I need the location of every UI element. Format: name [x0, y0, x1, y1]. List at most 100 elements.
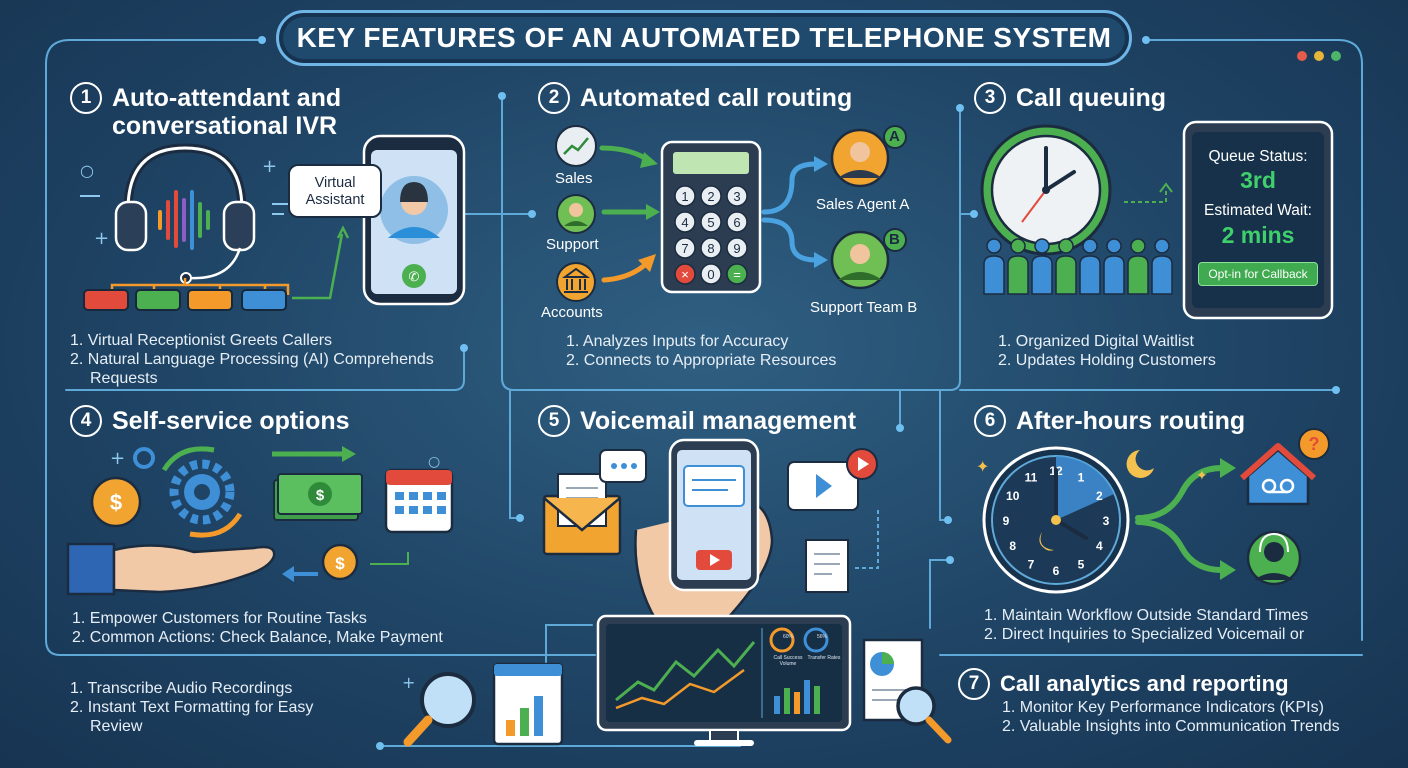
- night-clock-icon: 121234567891011: [982, 446, 1130, 594]
- keypad-key-label: 7: [681, 241, 688, 256]
- section-4-number: 4: [70, 405, 102, 437]
- small-coin-icon: $: [321, 543, 359, 581]
- phone-icon: ✆: [362, 134, 466, 306]
- section-7-item-2: 2. Valuable Insights into Communication …: [1002, 718, 1340, 735]
- video-message-icon: [787, 448, 878, 511]
- svg-text:○: ○: [80, 161, 94, 180]
- section-5-list: 1. Transcribe Audio Recordings 2. Instan…: [70, 679, 370, 736]
- section-6-number: 6: [974, 405, 1006, 437]
- section-2-item-1: 1. Analyzes Inputs for Accuracy: [566, 333, 789, 350]
- section-5-header: 5 Voicemail management: [538, 405, 898, 437]
- clock-number: 9: [1003, 514, 1010, 528]
- bar-report-icon: [492, 662, 564, 746]
- section-6-title: After-hours routing: [1016, 407, 1246, 435]
- pie-report-icon: [862, 638, 952, 744]
- section-4-illustration: $ $ $ + ○: [66, 446, 454, 596]
- clock-number: 5: [1078, 557, 1085, 571]
- clock-number: 3: [1103, 514, 1110, 528]
- section-7-header: 7 Call analytics and reporting: [958, 668, 1298, 700]
- section-7-title: Call analytics and reporting: [1000, 671, 1289, 696]
- queue-status-value: 3rd: [1240, 167, 1276, 193]
- after-hours-agent-icon: [1246, 530, 1302, 586]
- section-3-item-2: 2. Updates Holding Customers: [998, 352, 1216, 369]
- section-1-item-1: 1. Virtual Receptionist Greets Callers: [70, 332, 333, 349]
- route-source-accounts: Accounts: [541, 304, 603, 321]
- section-1-number: 1: [70, 82, 102, 114]
- section-3-title: Call queuing: [1016, 84, 1166, 112]
- svg-text:+: +: [402, 673, 415, 692]
- clock-number: 2: [1096, 489, 1103, 503]
- svg-text:✦: ✦: [1196, 468, 1208, 484]
- queue-person-body: [983, 255, 1005, 295]
- section-2-number: 2: [538, 82, 570, 114]
- queue-person-body: [1055, 255, 1077, 295]
- magnifier-icon: [403, 672, 476, 747]
- moon-icon: [1126, 450, 1154, 478]
- clock-number: 11: [1025, 471, 1038, 485]
- clock-icon: [980, 124, 1112, 256]
- badge-a: A: [889, 128, 900, 145]
- keypad-key-label: 0: [707, 267, 714, 282]
- section-2-title: Automated call routing: [580, 84, 853, 112]
- hand-icon: [66, 542, 276, 596]
- svg-text:$: $: [335, 554, 345, 573]
- chat-bubble-icon: [599, 449, 647, 483]
- section-5-item-1: 1. Transcribe Audio Recordings: [70, 680, 293, 697]
- tree-diagram-icon: [83, 278, 290, 311]
- estimated-wait-label: Estimated Wait:: [1204, 202, 1312, 219]
- section-5-illustration: [542, 438, 879, 622]
- section-6-list: 1. Maintain Workflow Outside Standard Ti…: [984, 606, 1354, 644]
- keypad-key: [700, 211, 722, 233]
- monitor-metric-2-label: Transfer Rates: [807, 655, 841, 661]
- keypad-key-label: 9: [733, 241, 740, 256]
- section-5-item-2: 2. Instant Text Formatting for Easy Revi…: [70, 699, 314, 735]
- section-5-title: Voicemail management: [580, 407, 857, 435]
- section-2-list: 1. Analyzes Inputs for Accuracy 2. Conne…: [566, 332, 906, 370]
- support-agent-icon: [556, 194, 596, 234]
- clock-number: 10: [1006, 489, 1020, 503]
- svg-text:+: +: [94, 228, 109, 249]
- coin-icon: $: [90, 476, 142, 528]
- keypad-key-label: 2: [707, 189, 714, 204]
- transcript-document-icon: [805, 539, 849, 593]
- monitor-metric-2-value: 56%: [816, 634, 827, 640]
- section-7-number: 7: [958, 668, 990, 700]
- queue-person-head: [1058, 238, 1074, 254]
- queue-person-body: [1103, 255, 1125, 295]
- queue-person-body: [1007, 255, 1029, 295]
- section-1-illustration: ○ + + ✆: [80, 134, 466, 311]
- sales-chart-icon: [555, 125, 597, 167]
- analytics-left-icons: +: [402, 662, 564, 747]
- section-4-title: Self-service options: [112, 407, 350, 435]
- section-7-list: 1. Monitor Key Performance Indicators (K…: [1002, 698, 1372, 736]
- window-dots-icon: [1297, 51, 1341, 61]
- money-icon: $: [272, 446, 363, 521]
- keypad-key-label: 3: [733, 189, 740, 204]
- keypad-key: [726, 263, 748, 285]
- section-7-item-1: 1. Monitor Key Performance Indicators (K…: [1002, 699, 1324, 716]
- clock-number: 1: [1078, 471, 1085, 485]
- section-4-list: 1. Empower Customers for Routine Tasks 2…: [72, 609, 492, 647]
- queue-person-body: [1151, 255, 1173, 295]
- agent-avatar-icon: [380, 176, 448, 244]
- queue-person-head: [1010, 238, 1026, 254]
- calendar-icon: [384, 468, 454, 534]
- clock-number: 7: [1028, 557, 1035, 571]
- keypad-key: [674, 185, 696, 207]
- section-3-number: 3: [974, 82, 1006, 114]
- headset-icon: [114, 143, 256, 284]
- route-source-sales: Sales: [555, 170, 593, 187]
- keypad-key: [674, 263, 696, 285]
- queue-person-head: [1082, 238, 1098, 254]
- queue-person-head: [1154, 238, 1170, 254]
- envelope-icon: [542, 473, 622, 556]
- queue-person-body: [1079, 255, 1101, 295]
- svg-text:?: ?: [1309, 434, 1320, 454]
- estimated-wait-value: 2 mins: [1221, 222, 1295, 248]
- svg-text:+: +: [262, 156, 277, 177]
- queue-person-head: [1034, 238, 1050, 254]
- opt-in-callback-button[interactable]: Opt-in for Callback: [1198, 262, 1318, 286]
- bank-icon: [556, 262, 596, 302]
